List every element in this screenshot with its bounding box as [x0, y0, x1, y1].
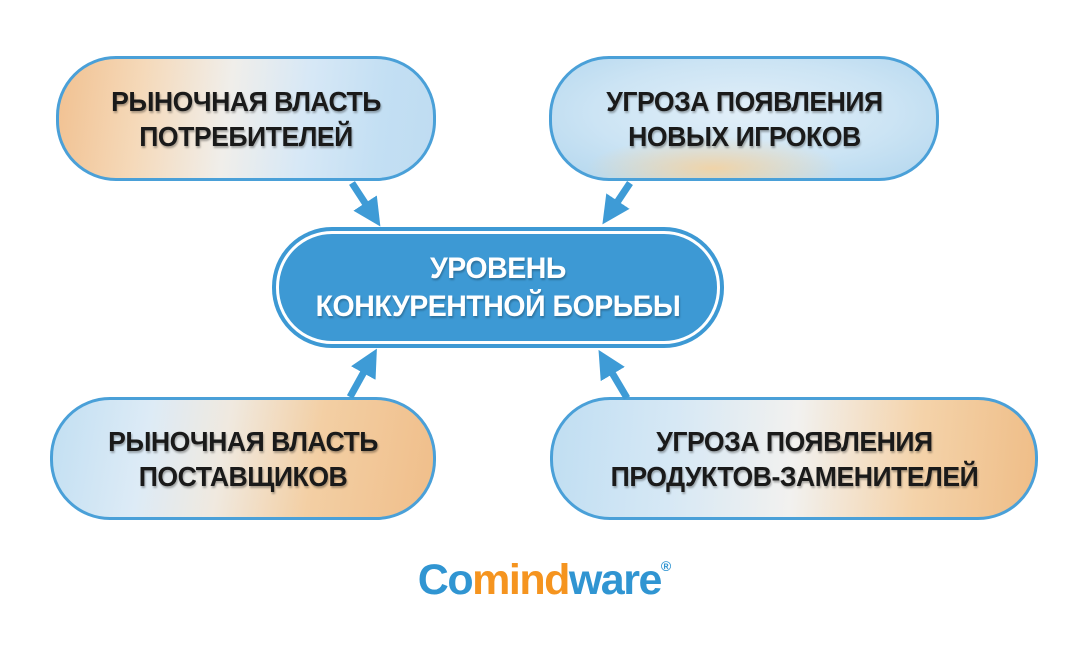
- force-label-line1: УГРОЗА ПОЯВЛЕНИЯ: [605, 85, 883, 117]
- force-label-line2: ПОСТАВЩИКОВ: [138, 460, 348, 492]
- force-label: РЫНОЧНАЯ ВЛАСТЬ ПОТРЕБИТЕЛЕЙ: [111, 84, 381, 154]
- center-label-line1: УРОВЕНЬ: [430, 252, 566, 285]
- logo-text-mind: mind: [472, 556, 570, 604]
- force-node-new-entrants: УГРОЗА ПОЯВЛЕНИЯ НОВЫХ ИГРОКОВ: [549, 56, 939, 181]
- center-node-competition-level: УРОВЕНЬ КОНКУРЕНТНОЙ БОРЬБЫ: [272, 227, 724, 348]
- arrow-buyer-power-to-center: [349, 181, 381, 227]
- force-label-line1: РЫНОЧНАЯ ВЛАСТЬ: [108, 425, 378, 457]
- arrow-supplier-power-to-center: [346, 348, 377, 399]
- logo-text-ware: ware: [568, 556, 663, 604]
- force-label-line2: ПОТРЕБИТЕЛЕЙ: [139, 120, 353, 152]
- registered-trademark-icon: ®: [660, 558, 672, 574]
- force-label: УГРОЗА ПОЯВЛЕНИЯ НОВЫХ ИГРОКОВ: [605, 84, 883, 154]
- force-label: УГРОЗА ПОЯВЛЕНИЯ ПРОДУКТОВ-ЗАМЕНИТЕЛЕЙ: [610, 424, 978, 494]
- force-label-line2: ПРОДУКТОВ-ЗАМЕНИТЕЛЕЙ: [610, 460, 978, 492]
- force-node-substitutes: УГРОЗА ПОЯВЛЕНИЯ ПРОДУКТОВ-ЗАМЕНИТЕЛЕЙ: [550, 397, 1038, 520]
- force-node-buyer-power: РЫНОЧНАЯ ВЛАСТЬ ПОТРЕБИТЕЛЕЙ: [56, 56, 436, 181]
- force-label-line2: НОВЫХ ИГРОКОВ: [627, 120, 861, 152]
- comindware-logo: Comindware®: [418, 556, 671, 605]
- logo-text-co: Co: [417, 556, 474, 604]
- arrow-substitutes-to-center: [598, 349, 631, 400]
- force-label-line1: РЫНОЧНАЯ ВЛАСТЬ: [111, 85, 381, 117]
- center-label-line2: КОНКУРЕНТНОЙ БОРЬБЫ: [315, 289, 681, 323]
- force-node-supplier-power: РЫНОЧНАЯ ВЛАСТЬ ПОСТАВЩИКОВ: [50, 397, 436, 520]
- arrow-new-entrants-to-center: [602, 181, 633, 225]
- center-label: УРОВЕНЬ КОНКУРЕНТНОЙ БОРЬБЫ: [316, 250, 681, 325]
- force-label-line1: УГРОЗА ПОЯВЛЕНИЯ: [655, 425, 933, 457]
- force-label: РЫНОЧНАЯ ВЛАСТЬ ПОСТАВЩИКОВ: [108, 424, 378, 494]
